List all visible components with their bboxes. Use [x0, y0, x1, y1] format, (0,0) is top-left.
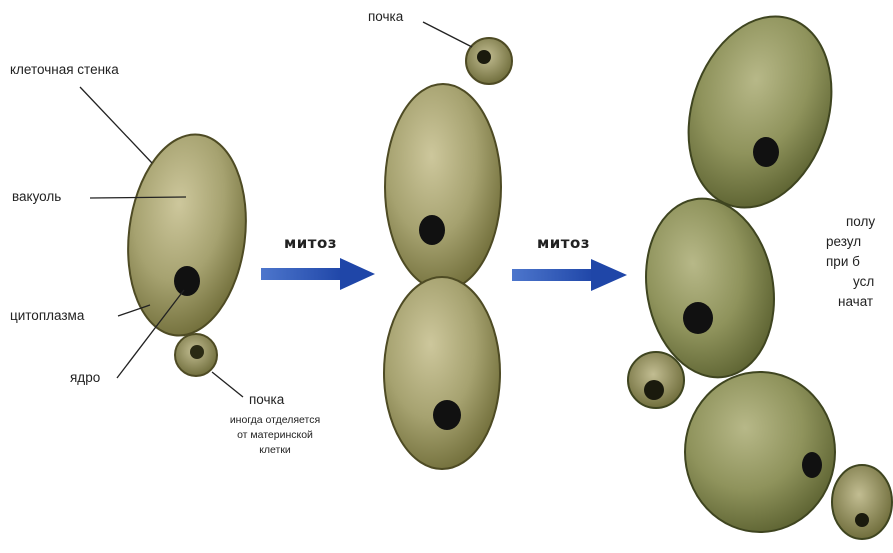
left-cell — [117, 128, 257, 376]
right-top-cell — [665, 0, 855, 226]
bud-note-line-2: от материнской — [200, 428, 350, 443]
right-bud-right-nucleus — [855, 513, 869, 527]
middle-top-nucleus — [419, 215, 445, 245]
right-bud-left-nucleus — [644, 380, 664, 400]
right-top-nucleus — [753, 137, 779, 167]
bud-note-line-3: клетки — [200, 443, 350, 458]
label-bud-left: почка — [249, 392, 284, 407]
side-note-5: начат — [838, 292, 893, 312]
side-note-4: усл — [853, 272, 893, 292]
label-cytoplasm: цитоплазма — [10, 308, 84, 323]
bud-note-line-1: иногда отделяется — [200, 413, 350, 428]
side-note-2: резул — [826, 232, 893, 252]
mitosis-arrow-1 — [261, 258, 375, 290]
middle-bottom-cell — [384, 277, 500, 469]
label-cell-wall: клеточная стенка — [10, 62, 119, 77]
leader-bud-top — [423, 22, 472, 47]
middle-bud-nucleus — [477, 50, 491, 64]
label-mitosis-2: митоз — [537, 234, 590, 252]
middle-cells — [384, 38, 512, 469]
left-cell-body — [117, 128, 257, 343]
label-vacuole: вакуоль — [12, 189, 61, 204]
middle-bottom-nucleus — [433, 400, 461, 430]
side-note-1: полу — [846, 212, 893, 232]
mitosis-arrow-2 — [512, 259, 627, 291]
middle-top-cell — [385, 84, 501, 290]
right-middle-nucleus — [683, 302, 713, 334]
left-bud-nucleus — [190, 345, 204, 359]
left-cell-nucleus — [174, 266, 200, 296]
right-bottom-cell — [685, 372, 835, 532]
leader-cell-wall — [80, 87, 152, 163]
bud-note: иногда отделяется от материнской клетки — [200, 413, 350, 458]
right-bud-right — [832, 465, 892, 539]
label-nucleus: ядро — [70, 370, 100, 385]
leader-bud-left — [212, 372, 243, 397]
label-mitosis-1: митоз — [284, 234, 337, 252]
side-note-3: при б — [826, 252, 893, 272]
label-bud-top: почка — [368, 9, 403, 24]
right-bottom-nucleus — [802, 452, 822, 478]
